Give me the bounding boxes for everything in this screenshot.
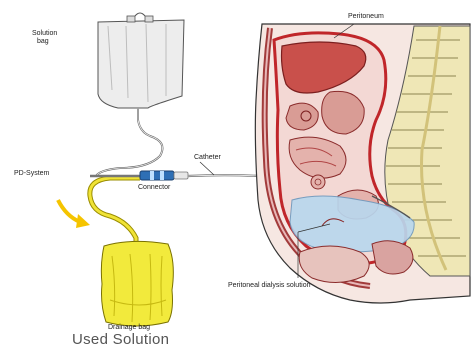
drainage-bag bbox=[101, 241, 173, 326]
connector bbox=[140, 171, 188, 180]
body-cross-section bbox=[255, 24, 470, 303]
solution-bag-label-line1: Solution bbox=[32, 30, 57, 38]
curved-arrow-icon bbox=[58, 200, 80, 222]
dialysis-solution-label: Peritoneal dialysis solution bbox=[228, 282, 311, 290]
solution-bag-label-line2: bag bbox=[32, 38, 57, 46]
inflow-tube bbox=[96, 108, 162, 176]
solution-bag-label: Solution bag bbox=[32, 30, 57, 46]
pd-system-label: PD-System bbox=[14, 170, 49, 178]
catheter-label: Catheter bbox=[194, 154, 221, 162]
peritoneum-label: Peritoneum bbox=[348, 13, 384, 21]
connector-label: Connector bbox=[138, 184, 170, 192]
caption-used-solution: Used Solution bbox=[72, 336, 169, 344]
solution-bag bbox=[98, 13, 184, 108]
